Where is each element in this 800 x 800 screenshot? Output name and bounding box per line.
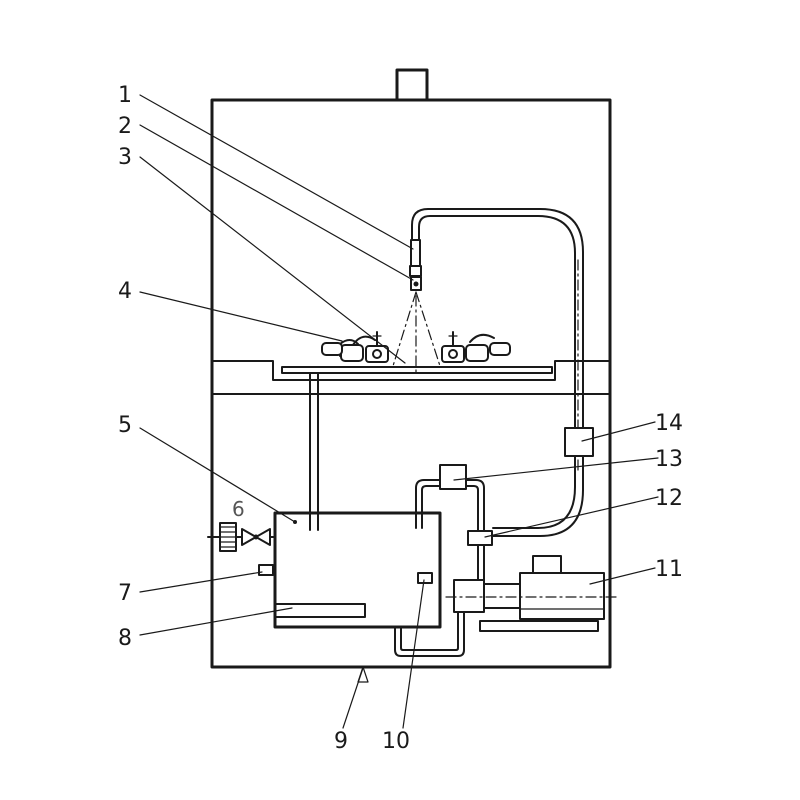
label-12: 12 bbox=[655, 486, 683, 511]
label-8: 8 bbox=[118, 626, 132, 651]
reservoir-tank bbox=[273, 511, 442, 629]
pressure-gauge-12 bbox=[467, 530, 493, 546]
specimen-clamps bbox=[321, 331, 511, 363]
drain-valve bbox=[207, 522, 276, 552]
flow-meter-14 bbox=[564, 427, 594, 457]
label-3: 3 bbox=[118, 145, 132, 170]
label-1: 1 bbox=[118, 83, 132, 108]
top-vent bbox=[395, 68, 429, 102]
spray-nozzle bbox=[392, 239, 441, 373]
label-4: 4 bbox=[118, 279, 132, 304]
cabinet-outline bbox=[210, 98, 612, 669]
heater-element bbox=[274, 603, 366, 618]
label-9: 9 bbox=[334, 729, 348, 754]
label-7: 7 bbox=[118, 581, 132, 606]
level-sensor bbox=[258, 564, 274, 576]
filter-13 bbox=[439, 464, 467, 490]
return-line bbox=[415, 464, 485, 581]
suction-pipe bbox=[394, 572, 465, 657]
pump-motor bbox=[445, 555, 621, 632]
label-6: 6 bbox=[232, 497, 245, 521]
chamber-floor bbox=[211, 360, 611, 395]
label-14: 14 bbox=[655, 411, 683, 436]
leader-lines bbox=[139, 94, 659, 729]
label-2: 2 bbox=[118, 114, 132, 139]
label-11: 11 bbox=[655, 557, 683, 582]
label-5: 5 bbox=[118, 413, 132, 438]
specimen-tray bbox=[281, 366, 553, 374]
drain-pipe bbox=[309, 372, 319, 531]
label-10: 10 bbox=[382, 729, 410, 754]
pressure-line bbox=[411, 208, 594, 546]
label-13: 13 bbox=[655, 447, 683, 472]
